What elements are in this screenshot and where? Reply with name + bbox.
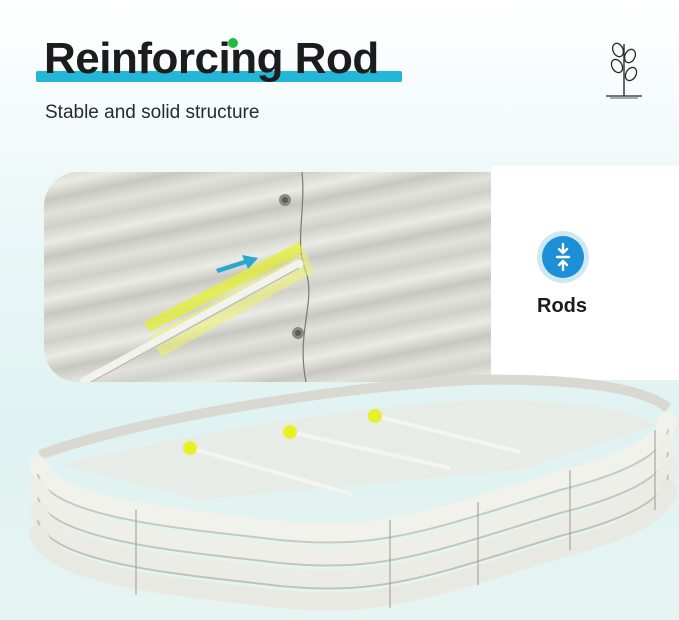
raised-garden-bed-illustration: [29, 374, 677, 611]
page-title: Reinforcing Rod: [44, 34, 379, 83]
insert-arrow-icon: [216, 255, 258, 273]
rods-label: Rods: [537, 295, 587, 317]
title-dot-accent: [228, 38, 238, 48]
sprout-logo-icon: [606, 42, 642, 99]
page-subtitle: Stable and solid structure: [45, 102, 260, 123]
closeup-photo: [44, 172, 492, 382]
headline-underline: [36, 71, 402, 82]
rods-callout-panel: [491, 166, 679, 380]
compress-arrows-icon: [537, 231, 589, 283]
